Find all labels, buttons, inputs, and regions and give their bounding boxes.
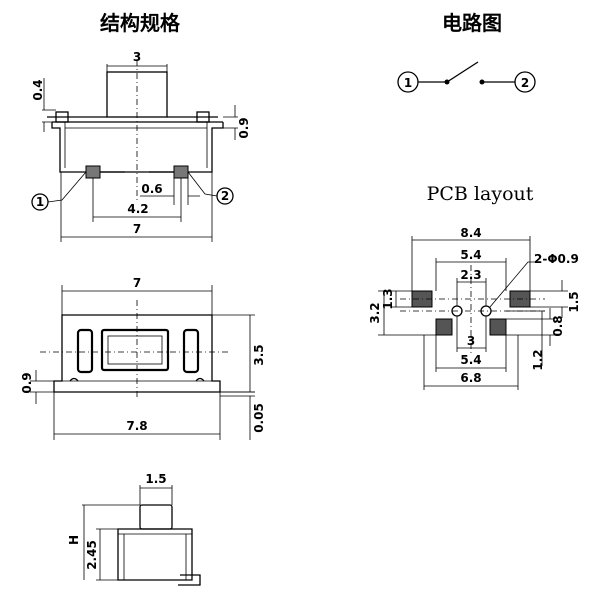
pcb-dim-right-mid: 0.8 bbox=[551, 315, 565, 336]
terminal-left bbox=[85, 165, 101, 179]
pcb-dim-lower-inner: 5.4 bbox=[460, 353, 481, 367]
circuit-terminal2: 2 bbox=[521, 76, 529, 90]
dim-side-height: 2.45 bbox=[85, 540, 99, 570]
side-view: 1.5 H 2.45 bbox=[67, 472, 201, 586]
terminal-right bbox=[173, 165, 189, 179]
dim-front-height: 3.5 bbox=[252, 344, 266, 365]
dim-front-width: 7 bbox=[133, 276, 141, 290]
circuit-heading: 电路图 bbox=[442, 11, 502, 35]
pcb-pad-bottom-left bbox=[435, 318, 453, 336]
pcb-dim-outer: 8.4 bbox=[460, 226, 481, 240]
dim-right: 0.9 bbox=[237, 117, 251, 138]
circuit-terminal1: 1 bbox=[404, 76, 412, 90]
dim-pin-gap: 0.6 bbox=[141, 182, 162, 196]
side-actuator bbox=[139, 504, 173, 530]
pcb-dim-holes: 2-Φ0.9 bbox=[534, 252, 579, 266]
dim-side-top: 1.5 bbox=[145, 472, 166, 486]
dim-top-width: 3 bbox=[133, 50, 141, 64]
dim-top-height: 0.4 bbox=[31, 79, 45, 100]
front-button bbox=[100, 328, 170, 372]
dim-side-h: H bbox=[67, 535, 81, 545]
front-view: 7 3.5 0.9 0.05 7.8 bbox=[20, 276, 266, 440]
pcb-dim-hole-pitch: 3 bbox=[467, 334, 475, 348]
pcb-dim-right-top: 1.5 bbox=[567, 291, 581, 312]
pcb-dim-lower-outer: 6.8 bbox=[460, 371, 481, 385]
structure-heading: 结构规格 bbox=[100, 11, 181, 35]
pcb-dim-hole-spacing: 2.3 bbox=[460, 268, 481, 282]
dim-front-bottom: 0.05 bbox=[252, 403, 266, 433]
dim-overall-top: 7 bbox=[133, 222, 141, 236]
pcb-dim-left-inner: 1.3 bbox=[381, 288, 395, 309]
circuit-diagram: 1 2 bbox=[397, 61, 536, 93]
pcb-pad-bottom-right bbox=[489, 318, 507, 336]
pcb-heading: PCB layout bbox=[427, 183, 534, 205]
pcb-dim-right-bottom: 1.2 bbox=[531, 349, 545, 370]
pcb-dim-upper-inner: 5.4 bbox=[460, 248, 481, 262]
dim-inner: 4.2 bbox=[127, 202, 148, 216]
dim-front-overall: 7.8 bbox=[126, 419, 147, 433]
dim-front-left: 0.9 bbox=[20, 372, 34, 393]
pin2-label: 2 bbox=[221, 189, 229, 203]
pin1-label: 1 bbox=[36, 195, 44, 209]
pcb-layout: 8.4 5.4 2.3 2-Φ0.9 3.2 1.3 1.5 0.8 1.2 3… bbox=[368, 226, 581, 390]
top-view: 3 0.4 0.9 0.6 4.2 7 1 2 bbox=[31, 50, 251, 242]
pcb-dim-left-total: 3.2 bbox=[368, 302, 382, 323]
